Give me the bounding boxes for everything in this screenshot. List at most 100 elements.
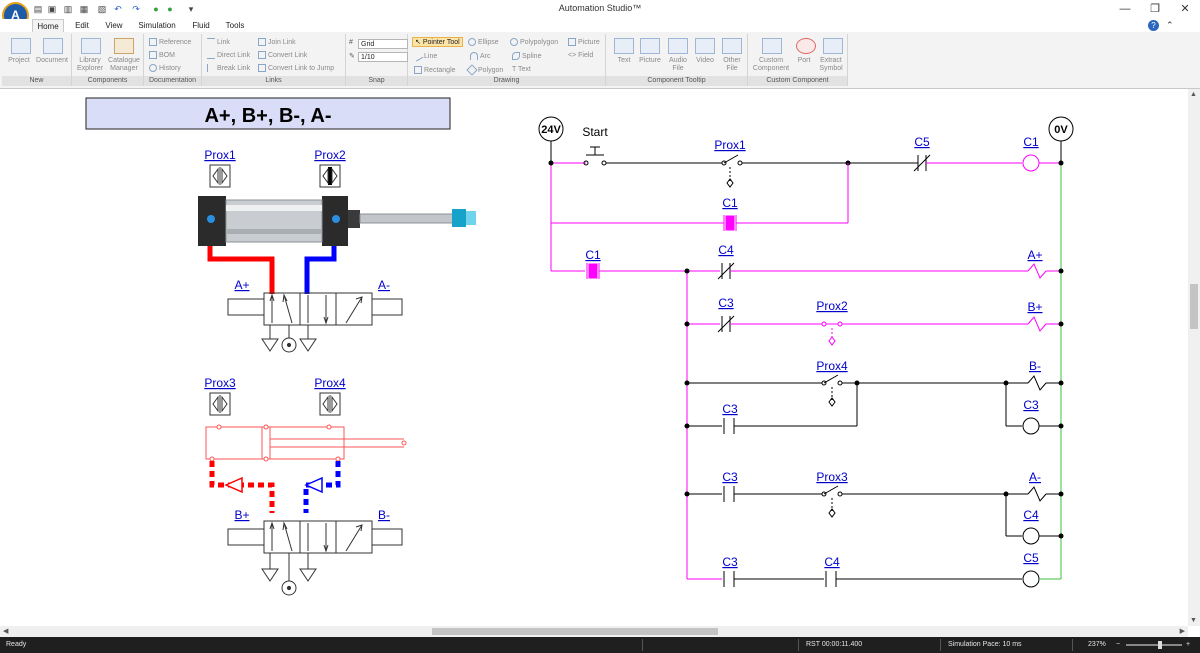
history-button[interactable]: History [149,64,181,72]
prox3-sensor-symbol[interactable] [210,393,230,415]
custom-component-button[interactable]: CustomComponent [750,57,792,73]
link-button[interactable]: Link [207,38,230,46]
horizontal-scroll-thumb[interactable] [432,628,718,635]
rung4-c3-coil[interactable] [1023,418,1039,434]
rung2-a-plus-solenoid[interactable] [1028,264,1046,278]
prox1-sensor-symbol[interactable] [210,165,230,187]
bom-button[interactable]: BOM [149,51,175,59]
prox2-sensor-symbol[interactable] [320,165,340,187]
rung6-c4-contact[interactable] [826,571,836,587]
rung5-c4-coil-label[interactable]: C4 [1023,508,1039,522]
zoom-out-button[interactable]: − [1116,637,1120,653]
close-button[interactable]: ✕ [1170,0,1200,19]
rung1-c1-coil-label[interactable]: C1 [1023,135,1039,149]
line-button[interactable]: Line [414,52,437,60]
join-link-button[interactable]: Join Link [258,38,296,46]
restore-button[interactable]: ❐ [1140,0,1170,19]
zoom-slider-thumb[interactable] [1158,641,1162,649]
spline-button[interactable]: Spline [512,52,541,60]
picture-button[interactable]: Picture [568,38,600,46]
scroll-right-icon[interactable]: ▶ [1180,626,1185,637]
tab-tools[interactable]: Tools [220,19,250,32]
rung1-c1-coil[interactable] [1023,155,1039,171]
cylinder1-sensor-prox2-label[interactable]: Prox2 [314,148,346,162]
arc-button[interactable]: Arc [470,52,491,60]
horizontal-scrollbar[interactable]: ◀ ▶ [0,626,1188,637]
tab-view[interactable]: View [100,19,128,32]
rung6-c4-label[interactable]: C4 [824,555,840,569]
rung5-c3-label[interactable]: C3 [722,470,738,484]
schematic-svg[interactable]: A+, B+, B-, A- Prox1 Prox2 A+ A- [0,89,1188,626]
rung1-hold-c1-label[interactable]: C1 [722,196,738,210]
rung1-c5-label[interactable]: C5 [914,135,930,149]
tab-home[interactable]: Home [32,19,64,32]
reference-button[interactable]: Reference [149,38,191,46]
zoom-slider-track[interactable] [1126,644,1182,646]
rung6-c5-coil[interactable] [1023,571,1039,587]
extract-symbol-button[interactable]: ExtractSymbol [816,57,846,73]
rung2-c1-label[interactable]: C1 [585,248,601,262]
rung4-b-minus-label[interactable]: B- [1029,359,1041,373]
zoom-in-button[interactable]: + [1186,637,1190,653]
rung6-c5-coil-label[interactable]: C5 [1023,551,1039,565]
snap-ratio-select[interactable]: 1/10 [358,52,408,62]
library-explorer-button[interactable]: LibraryExplorer [73,57,107,73]
rung4-c3-contact[interactable] [724,418,734,434]
rung5-c3-contact[interactable] [724,486,734,502]
rung5-a-minus-label[interactable]: A- [1029,470,1041,484]
valve2-b-plus-label[interactable]: B+ [234,508,249,522]
ellipse-button[interactable]: Ellipse [468,38,499,46]
rung3-b-plus-label[interactable]: B+ [1027,300,1042,314]
scroll-down-icon[interactable]: ▼ [1190,617,1197,624]
cylinder2-sensor-prox3-label[interactable]: Prox3 [204,376,236,390]
rung1-prox1-contact[interactable] [722,155,742,187]
cylinder1-sensor-prox1-label[interactable]: Prox1 [204,148,236,162]
rung3-prox2-contact[interactable] [822,322,842,345]
tab-edit[interactable]: Edit [68,19,96,32]
rung5-prox3-label[interactable]: Prox3 [816,470,848,484]
tab-fluid[interactable]: Fluid [186,19,216,32]
tab-simulation[interactable]: Simulation [134,19,180,32]
tooltip-video-button[interactable]: Video [692,57,718,65]
valve1-a-plus-label[interactable]: A+ [234,278,249,292]
rung2-c1-contact[interactable] [587,263,599,279]
field-button[interactable]: <> Field [568,52,593,59]
vertical-scroll-thumb[interactable] [1190,284,1198,329]
grid-select[interactable]: Grid [358,39,408,49]
help-icon[interactable]: ? [1148,20,1159,31]
convert-link-to-jump-button[interactable]: Convert Link to Jump [258,64,334,72]
tooltip-text-button[interactable]: Text [612,57,636,65]
valve1-symbol[interactable] [228,293,402,352]
cylinder2-sensor-prox4-label[interactable]: Prox4 [314,376,346,390]
tooltip-audio-button[interactable]: AudioFile [664,57,692,73]
rung5-prox3-contact[interactable] [822,486,842,517]
catalogue-manager-button[interactable]: CatalogueManager [106,57,142,73]
rung3-c3-label[interactable]: C3 [718,296,734,310]
rung1-hold-c1-contact[interactable] [724,215,736,231]
collapse-ribbon-icon[interactable]: ⌃ [1166,19,1178,32]
rung4-c3-contact-label[interactable]: C3 [722,402,738,416]
pointer-tool-button[interactable]: ↖ Pointer Tool [412,37,463,47]
rung6-c3-label[interactable]: C3 [722,555,738,569]
tooltip-other-button[interactable]: OtherFile [718,57,746,73]
valve1-a-minus-label[interactable]: A- [378,278,390,292]
rung5-c4-coil[interactable] [1023,528,1039,544]
project-button[interactable]: Project [4,57,34,65]
rung4-prox4-label[interactable]: Prox4 [816,359,848,373]
rung3-b-plus-solenoid[interactable] [1028,317,1046,331]
valve2-b-minus-label[interactable]: B- [378,508,390,522]
rung5-a-minus-solenoid[interactable] [1028,487,1046,501]
cylinder1-body[interactable] [198,196,476,246]
scroll-up-icon[interactable]: ▲ [1190,91,1197,98]
tooltip-picture-button[interactable]: Picture [636,57,664,65]
rung2-c4-label[interactable]: C4 [718,243,734,257]
port-button[interactable]: Port [792,57,816,65]
valve2-symbol[interactable] [228,521,402,595]
convert-link-button[interactable]: Convert Link [258,51,307,59]
rung4-prox4-contact[interactable] [822,375,842,406]
rung1-prox1-label[interactable]: Prox1 [714,138,746,152]
scroll-left-icon[interactable]: ◀ [3,626,8,637]
text-tool-button[interactable]: T Text [512,66,531,73]
polygon-button[interactable]: Polygon [468,66,503,74]
rung4-b-minus-solenoid[interactable] [1028,376,1046,390]
